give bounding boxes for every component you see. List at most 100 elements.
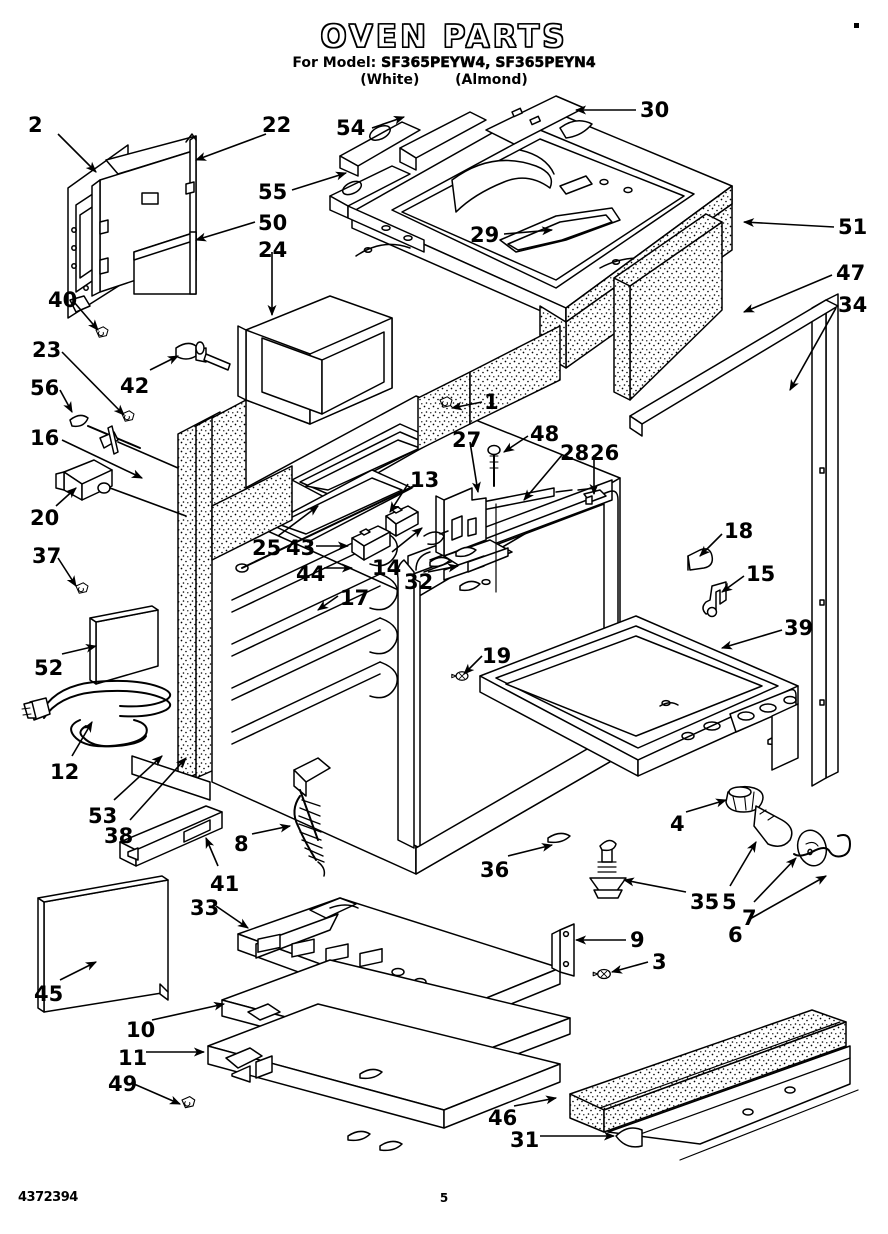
callout-24: 24 [258, 238, 288, 262]
model-line: For Model: SF365PEYW4, SF365PEYN4 [0, 55, 888, 72]
callout-19: 19 [482, 644, 512, 668]
callout-34: 34 [838, 293, 868, 317]
callout-39: 39 [784, 616, 814, 640]
part-group-left-hardware [55, 326, 231, 594]
callout-44: 44 [296, 562, 326, 586]
leader-line-3 [610, 961, 649, 974]
callout-31: 31 [510, 1128, 540, 1152]
callout-32: 32 [404, 570, 434, 594]
leader-line-32 [427, 563, 460, 573]
part-group-right-frame [629, 293, 839, 787]
page-number: 5 [439, 1191, 449, 1205]
callout-5: 5 [722, 890, 737, 914]
leader-line-20 [55, 487, 77, 507]
leader-line-19 [463, 655, 483, 675]
callout-36: 36 [480, 858, 510, 882]
callout-52: 52 [34, 656, 64, 680]
leader-line-49 [133, 1083, 182, 1105]
leader-line-14 [391, 527, 423, 553]
callout-45: 45 [34, 982, 64, 1006]
callout-2: 2 [28, 113, 43, 137]
leader-line-48 [503, 435, 529, 453]
page-title: OVEN PARTS [320, 19, 568, 55]
leader-line-50 [194, 221, 256, 242]
leader-line-8 [251, 823, 292, 835]
leader-line-45 [59, 961, 98, 981]
callout-41: 41 [210, 872, 240, 896]
leader-line-1 [450, 401, 483, 411]
leader-line-40 [73, 301, 99, 331]
leader-line-27 [469, 441, 481, 494]
for-model-label: For Model: [292, 55, 377, 71]
part-group-cord-shield [21, 605, 172, 748]
callout-53: 53 [88, 804, 118, 828]
callout-55: 55 [258, 180, 288, 204]
color-line: (White) (Almond) [0, 72, 888, 88]
callout-22: 22 [262, 113, 292, 137]
callout-47: 47 [836, 261, 866, 285]
callout-50: 50 [258, 211, 288, 235]
leader-line-25 [277, 505, 319, 537]
part-group-bottom-center-hardware [547, 832, 627, 980]
leader-line-17 [317, 595, 339, 611]
callout-29: 29 [470, 223, 500, 247]
model-numbers: SF365PEYW4, SF365PEYN4 [381, 55, 596, 72]
callout-35: 35 [690, 890, 720, 914]
part-group-bottom-right-rail [569, 1009, 859, 1161]
color-white-label: (White) [360, 72, 420, 89]
leader-line-38 [129, 757, 187, 821]
part-group-console [67, 133, 197, 319]
leader-line-4 [685, 798, 728, 813]
leader-line-53 [113, 755, 163, 801]
callout-28: 28 [560, 441, 590, 465]
callout-48: 48 [530, 422, 560, 446]
leader-line-51 [742, 218, 835, 228]
registration-mark [854, 23, 859, 28]
part-group-right-hardware [725, 785, 851, 867]
leader-line-29 [503, 226, 554, 236]
part-group-door-frame [479, 615, 799, 777]
leader-line-47 [742, 274, 833, 313]
callout-54: 54 [336, 116, 366, 140]
leader-line-35 [622, 877, 687, 893]
callout-6: 6 [728, 923, 743, 947]
callout-3: 3 [652, 950, 667, 974]
leader-line-46 [513, 1095, 558, 1107]
callout-1: 1 [484, 390, 499, 414]
leader-line-7 [753, 857, 797, 903]
part-group-oven-cavity [211, 325, 621, 875]
leader-line-36 [507, 843, 554, 857]
leader-line-37 [57, 557, 77, 587]
leader-line-12 [71, 721, 93, 757]
callout-12: 12 [50, 760, 80, 784]
callout-37: 37 [32, 544, 62, 568]
callout-38: 38 [104, 824, 134, 848]
leader-line-39 [720, 629, 783, 650]
leader-line-23 [61, 351, 125, 416]
leader-line-28 [523, 454, 563, 501]
leader-line-55 [291, 171, 348, 191]
callout-23: 23 [32, 338, 62, 362]
callout-46: 46 [488, 1106, 518, 1130]
callout-7: 7 [742, 906, 757, 930]
callout-30: 30 [640, 98, 670, 122]
leader-line-56 [59, 389, 73, 413]
callout-leader-lines [55, 105, 837, 1141]
callout-11: 11 [118, 1046, 148, 1070]
leader-line-2 [57, 133, 97, 173]
callout-8: 8 [234, 832, 249, 856]
leader-line-42 [149, 355, 180, 371]
part-group-bottom-panel [37, 875, 169, 1013]
callout-13: 13 [410, 468, 440, 492]
callout-26: 26 [590, 441, 620, 465]
leader-line-6 [747, 875, 827, 921]
part-group-center-hardware [351, 396, 727, 681]
callout-14: 14 [372, 556, 402, 580]
callout-33: 33 [190, 896, 220, 920]
callout-10: 10 [126, 1018, 156, 1042]
part-group-duct [237, 295, 393, 425]
callout-56: 56 [30, 376, 60, 400]
callout-43: 43 [286, 536, 316, 560]
